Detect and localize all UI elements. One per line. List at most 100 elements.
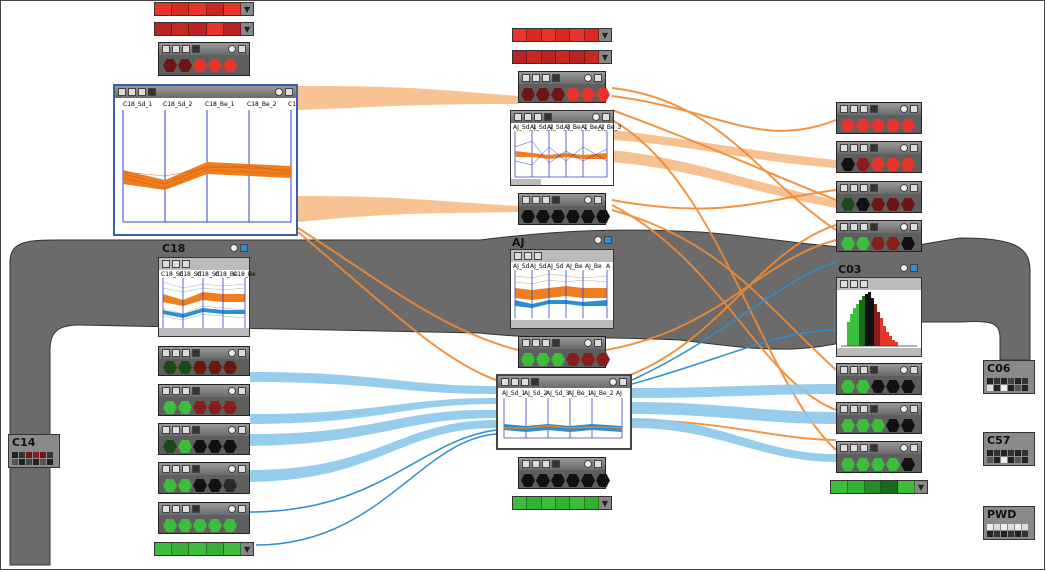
gear-icon[interactable]	[850, 223, 858, 231]
list-icon[interactable]	[860, 405, 868, 413]
gear-icon[interactable]	[532, 74, 540, 82]
grid-icon[interactable]	[118, 88, 126, 96]
info-icon[interactable]	[584, 460, 592, 468]
cluster-node-aj-1[interactable]	[518, 71, 610, 103]
cluster-node-c18-4[interactable]	[158, 423, 250, 455]
arrow-left-icon[interactable]	[594, 196, 602, 204]
cluster-node-c03-3[interactable]	[836, 181, 922, 213]
target-icon[interactable]	[192, 465, 200, 473]
list-icon[interactable]	[860, 366, 868, 374]
info-icon[interactable]	[228, 465, 236, 473]
gear-icon[interactable]	[511, 378, 519, 386]
grid-icon[interactable]	[514, 252, 522, 260]
list-icon[interactable]	[182, 426, 190, 434]
info-icon[interactable]	[228, 349, 236, 357]
cluster-node-aj-3[interactable]	[518, 336, 610, 368]
grid-icon[interactable]	[162, 505, 170, 513]
cluster-node-aj-2[interactable]	[518, 193, 610, 225]
info-icon[interactable]	[584, 74, 592, 82]
parallel-coords-c18-group[interactable]: C18_Sd C18_Sd C18_Sd C18_Be C18_Be	[158, 257, 256, 337]
gear-icon[interactable]	[532, 339, 540, 347]
gear-icon[interactable]	[172, 465, 180, 473]
target-icon[interactable]	[192, 349, 200, 357]
info-icon[interactable]	[228, 45, 236, 53]
dropdown-arrow-icon[interactable]: ▼	[241, 3, 254, 15]
cluster-node-c03-5[interactable]	[836, 363, 922, 395]
list-icon[interactable]	[542, 74, 550, 82]
gear-icon[interactable]	[524, 113, 532, 121]
grid-icon[interactable]	[162, 260, 170, 268]
gear-icon[interactable]	[532, 196, 540, 204]
gear-icon[interactable]	[128, 88, 136, 96]
list-icon[interactable]	[534, 113, 542, 121]
info-icon[interactable]	[900, 264, 908, 272]
arrow-left-icon[interactable]	[238, 45, 246, 53]
arrow-left-icon[interactable]	[910, 444, 918, 452]
list-icon[interactable]	[860, 105, 868, 113]
gear-icon[interactable]	[850, 184, 858, 192]
gear-icon[interactable]	[524, 252, 532, 260]
gear-icon[interactable]	[850, 366, 858, 374]
target-icon[interactable]	[870, 184, 878, 192]
heatbar-c03-bottom[interactable]: ▼	[830, 480, 928, 494]
info-icon[interactable]	[594, 236, 602, 244]
collapsed-group-pwd[interactable]: PWD	[983, 506, 1035, 540]
parallel-coords-aj-bottom[interactable]: AJ_Sd_1 AJ_Sd_2 AJ_Sd_3 AJ_Be_1 AJ_Be_2 …	[496, 374, 632, 450]
gear-icon[interactable]	[532, 460, 540, 468]
heatbar-c18-top-2[interactable]: ▼	[154, 22, 254, 36]
info-icon[interactable]	[228, 505, 236, 513]
list-icon[interactable]	[542, 460, 550, 468]
grid-icon[interactable]	[840, 366, 848, 374]
arrow-left-icon[interactable]	[594, 74, 602, 82]
grid-icon[interactable]	[522, 196, 530, 204]
grid-icon[interactable]	[840, 223, 848, 231]
color-icon[interactable]	[240, 244, 248, 252]
target-icon[interactable]	[552, 460, 560, 468]
cluster-node-c03-7[interactable]	[836, 441, 922, 473]
arrow-left-icon[interactable]	[910, 405, 918, 413]
grid-icon[interactable]	[162, 45, 170, 53]
grid-icon[interactable]	[162, 426, 170, 434]
grid-icon[interactable]	[162, 349, 170, 357]
target-icon[interactable]	[552, 196, 560, 204]
cluster-node-c03-4[interactable]	[836, 220, 922, 252]
list-icon[interactable]	[521, 378, 529, 386]
grid-icon[interactable]	[840, 144, 848, 152]
list-icon[interactable]	[860, 280, 868, 288]
target-icon[interactable]	[552, 74, 560, 82]
target-icon[interactable]	[870, 444, 878, 452]
color-icon[interactable]	[604, 236, 612, 244]
info-icon[interactable]	[228, 387, 236, 395]
gear-icon[interactable]	[850, 144, 858, 152]
list-icon[interactable]	[860, 223, 868, 231]
grid-icon[interactable]	[162, 387, 170, 395]
dropdown-arrow-icon[interactable]: ▼	[241, 23, 254, 35]
cluster-node-aj-4[interactable]	[518, 457, 610, 489]
info-icon[interactable]	[900, 366, 908, 374]
list-icon[interactable]	[138, 88, 146, 96]
info-icon[interactable]	[592, 113, 600, 121]
arrow-left-icon[interactable]	[594, 460, 602, 468]
target-icon[interactable]	[192, 426, 200, 434]
heatbar-c18-top-1[interactable]: ▼	[154, 2, 254, 16]
arrow-left-icon[interactable]	[238, 349, 246, 357]
arrow-left-icon[interactable]	[285, 88, 293, 96]
heatbar-c18-bottom[interactable]: ▼	[154, 542, 254, 556]
gear-icon[interactable]	[172, 505, 180, 513]
dropdown-arrow-icon[interactable]: ▼	[598, 51, 611, 63]
arrow-left-icon[interactable]	[910, 223, 918, 231]
cluster-node-c18-1[interactable]	[158, 42, 250, 76]
dropdown-arrow-icon[interactable]: ▼	[914, 481, 927, 493]
grid-icon[interactable]	[840, 444, 848, 452]
arrow-left-icon[interactable]	[238, 387, 246, 395]
arrow-left-icon[interactable]	[602, 113, 610, 121]
cluster-node-c18-6[interactable]	[158, 502, 250, 534]
parallel-coords-aj-group[interactable]: AJ_Sd AJ_Sd AJ_Sd AJ_Be AJ_Be A	[510, 249, 614, 329]
gear-icon[interactable]	[172, 349, 180, 357]
target-icon[interactable]	[192, 45, 200, 53]
arrow-left-icon[interactable]	[238, 505, 246, 513]
info-icon[interactable]	[900, 184, 908, 192]
histogram-c03[interactable]	[836, 277, 922, 357]
info-icon[interactable]	[584, 196, 592, 204]
list-icon[interactable]	[860, 144, 868, 152]
